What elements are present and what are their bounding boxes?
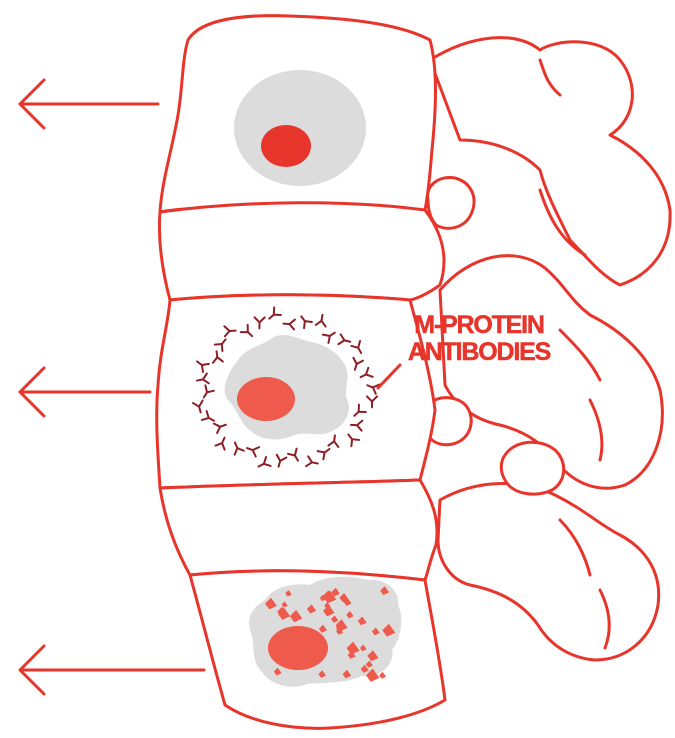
upper-disc: [159, 203, 444, 300]
upper-facet-joint: [428, 177, 474, 228]
middle-cell-nucleus: [237, 377, 295, 421]
top-cell-nucleus: [261, 125, 311, 167]
lower-facet-joint: [501, 442, 563, 494]
lower-cell-nucleus: [268, 626, 328, 670]
top-cell: [234, 70, 366, 186]
label-line-2: ANTIBODIES: [394, 339, 564, 366]
lower-spinous-process: [438, 484, 659, 660]
lower-disc: [160, 480, 437, 580]
m-protein-antibodies-label: M-PROTEIN ANTIBODIES: [394, 312, 564, 366]
left-arrow-middle: [20, 368, 150, 416]
upper-spinous-process: [430, 38, 670, 285]
left-arrow-bottom: [20, 646, 204, 694]
label-line-1: M-PROTEIN: [394, 312, 564, 339]
left-arrow-top: [20, 80, 158, 128]
